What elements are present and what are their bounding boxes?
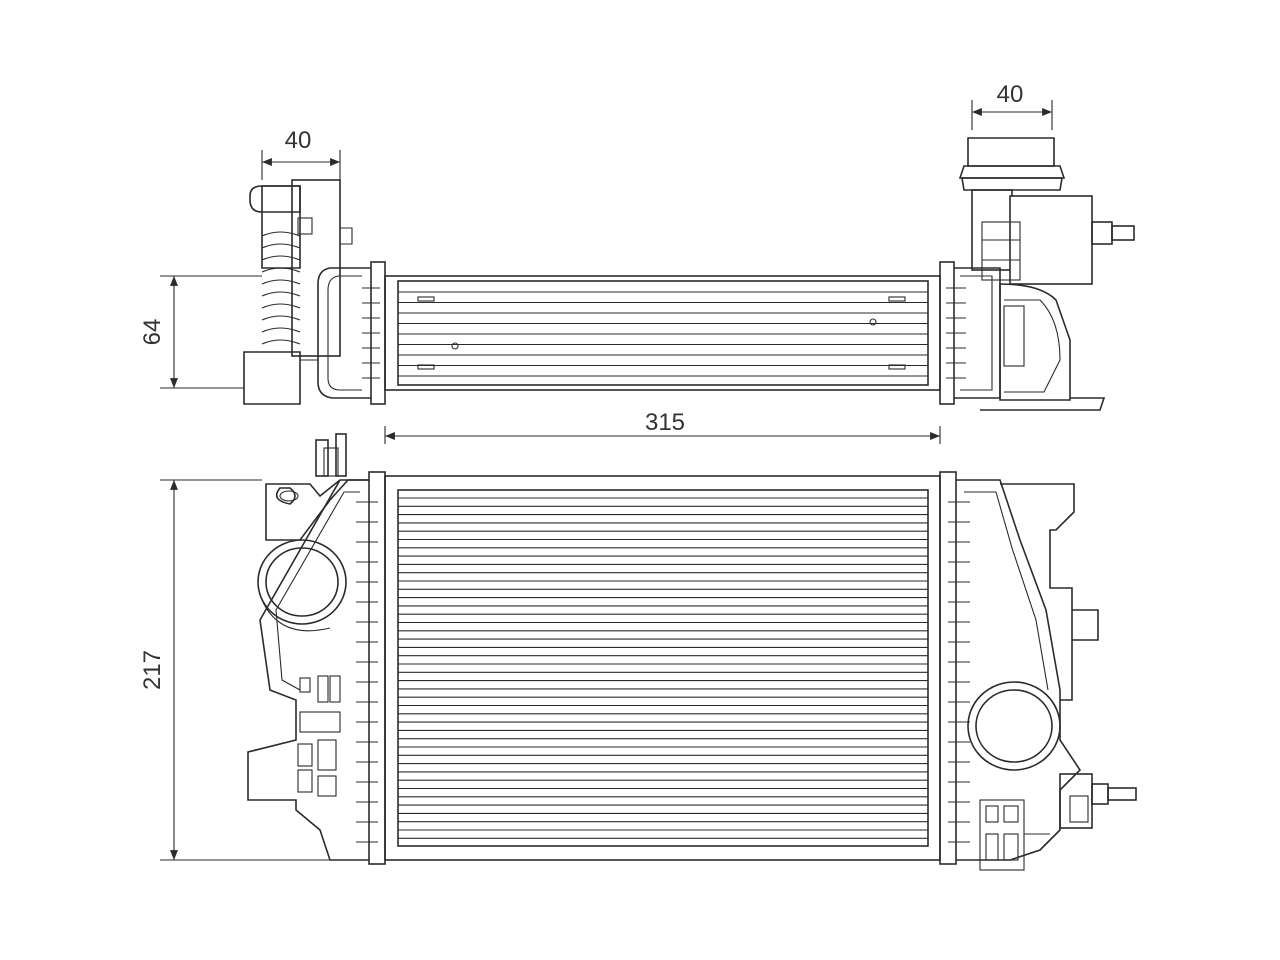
- front-left-header-plate: [368, 471, 386, 865]
- top-right-outlet-cap: [967, 137, 1055, 167]
- dim-label-top-height: 64: [139, 319, 166, 346]
- top-core-outline: [384, 275, 941, 391]
- front-core-tubes: [398, 497, 928, 839]
- front-left-pin: [315, 439, 329, 477]
- top-left-inlet-body: [291, 179, 341, 357]
- front-left-inlet-inner: [265, 547, 339, 617]
- front-right-header-plate: [939, 471, 957, 865]
- front-right-header-ribs: [948, 501, 970, 843]
- top-left-inlet-rings: [261, 231, 301, 345]
- top-slot: [888, 364, 906, 370]
- top-slot: [888, 296, 906, 302]
- front-right-connector: [979, 799, 1025, 871]
- top-left-inlet-ring: [261, 315, 301, 321]
- top-right-outlet-neck: [971, 189, 1013, 271]
- front-left-tank: [247, 479, 369, 861]
- dim-label-top-right-width: 40: [997, 81, 1024, 108]
- front-right-bracket: [1000, 483, 1075, 701]
- top-hole: [869, 318, 877, 326]
- top-slot: [417, 296, 435, 302]
- front-left-inlet-outer: [257, 539, 347, 625]
- top-left-inlet-ring: [261, 279, 301, 285]
- front-right-sensor-box: [1059, 773, 1093, 829]
- front-core-outline: [384, 475, 941, 861]
- front-core-inner: [397, 489, 929, 847]
- top-left-tank: [317, 267, 371, 399]
- dim-label-top-left-width: 40: [285, 127, 312, 154]
- top-right-sensor-housing: [1009, 195, 1093, 285]
- top-core-inner: [397, 280, 929, 386]
- top-left-inlet-ring: [261, 267, 301, 273]
- top-hole: [451, 342, 459, 350]
- top-left-inlet-ring: [261, 327, 301, 333]
- front-right-outlet-inner: [975, 689, 1053, 763]
- top-left-bracket: [243, 351, 301, 405]
- top-left-inlet-ring: [261, 255, 301, 261]
- front-view: 217: [139, 433, 1137, 871]
- top-left-tank-ribs: [362, 287, 380, 379]
- top-left-inlet-ring: [261, 303, 301, 309]
- top-right-tank-ribs: [946, 287, 966, 379]
- front-right-tank: [956, 479, 1082, 861]
- top-right-side-bracket: [999, 283, 1071, 401]
- front-left-mount-hole: [279, 490, 299, 502]
- top-core-tubes: [398, 291, 928, 377]
- top-view: 40 40 64 315: [139, 81, 1135, 444]
- dim-label-front-height: 217: [139, 650, 166, 690]
- front-left-header-ribs: [356, 501, 378, 843]
- top-left-inlet-ring: [261, 291, 301, 297]
- dim-label-core-width: 315: [645, 409, 685, 436]
- front-right-outlet-outer: [967, 681, 1061, 771]
- top-left-inlet-ring: [261, 243, 301, 249]
- top-slot: [417, 364, 435, 370]
- top-left-inlet-ring: [261, 231, 301, 237]
- top-left-inlet-ring: [261, 339, 301, 345]
- top-right-sensor-plug: [1091, 221, 1113, 245]
